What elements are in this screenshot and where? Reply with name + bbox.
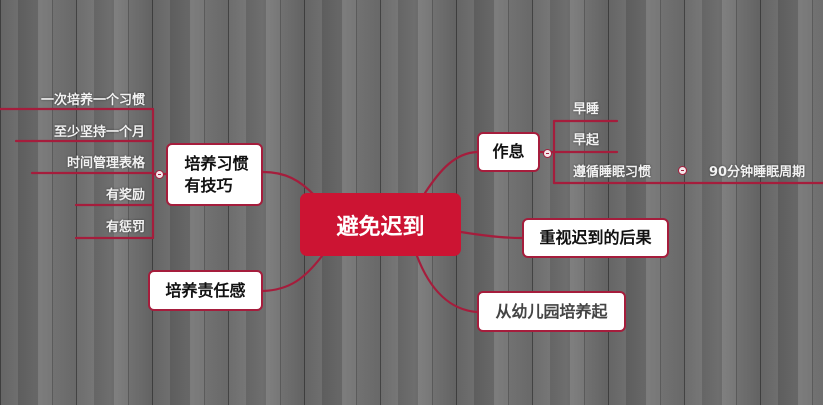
topic-habit-line1: 培养习惯 [184,153,249,173]
collapse-minus-icon[interactable] [155,170,164,179]
topic-start-from-kindergarten[interactable]: 从幼儿园培养起 [477,291,626,332]
topic-routine-label: 作息 [492,142,525,161]
subtopic-time-management-sheet[interactable]: 时间管理表格 [66,156,145,171]
subtopic-one-habit-at-a-time[interactable]: 一次培养一个习惯 [40,93,145,108]
collapse-minus-icon[interactable] [678,166,687,175]
central-topic[interactable]: 避免迟到 [300,193,461,256]
topic-routine[interactable]: 作息 [477,132,540,172]
subtopic-wake-early[interactable]: 早起 [573,133,600,148]
topic-start-from-kindergarten-label: 从幼儿园培养起 [495,301,608,321]
central-topic-label: 避免迟到 [336,214,425,240]
topic-value-consequences[interactable]: 重视迟到的后果 [522,218,669,258]
subtopic-punishment[interactable]: 有惩罚 [105,220,145,235]
topic-responsibility[interactable]: 培养责任感 [148,270,263,311]
subtopic-persist-one-month[interactable]: 至少坚持一个月 [53,125,145,140]
topic-habit-skills-label: 培养习惯 有技巧 [184,153,248,197]
subtopic-rewards[interactable]: 有奖励 [105,188,145,203]
subtopic-follow-sleep-habit[interactable]: 遵循睡眠习惯 [573,165,652,180]
topic-responsibility-label: 培养责任感 [165,280,246,300]
topic-habit-skills[interactable]: 培养习惯 有技巧 [166,143,263,206]
subtopic-90-min-sleep-cycle[interactable]: 90分钟睡眠周期 [709,165,806,180]
topic-value-consequences-label: 重视迟到的后果 [539,228,652,247]
collapse-minus-icon[interactable] [543,149,552,158]
topic-habit-line2: 有技巧 [184,175,233,195]
subtopic-sleep-early[interactable]: 早睡 [573,102,600,117]
